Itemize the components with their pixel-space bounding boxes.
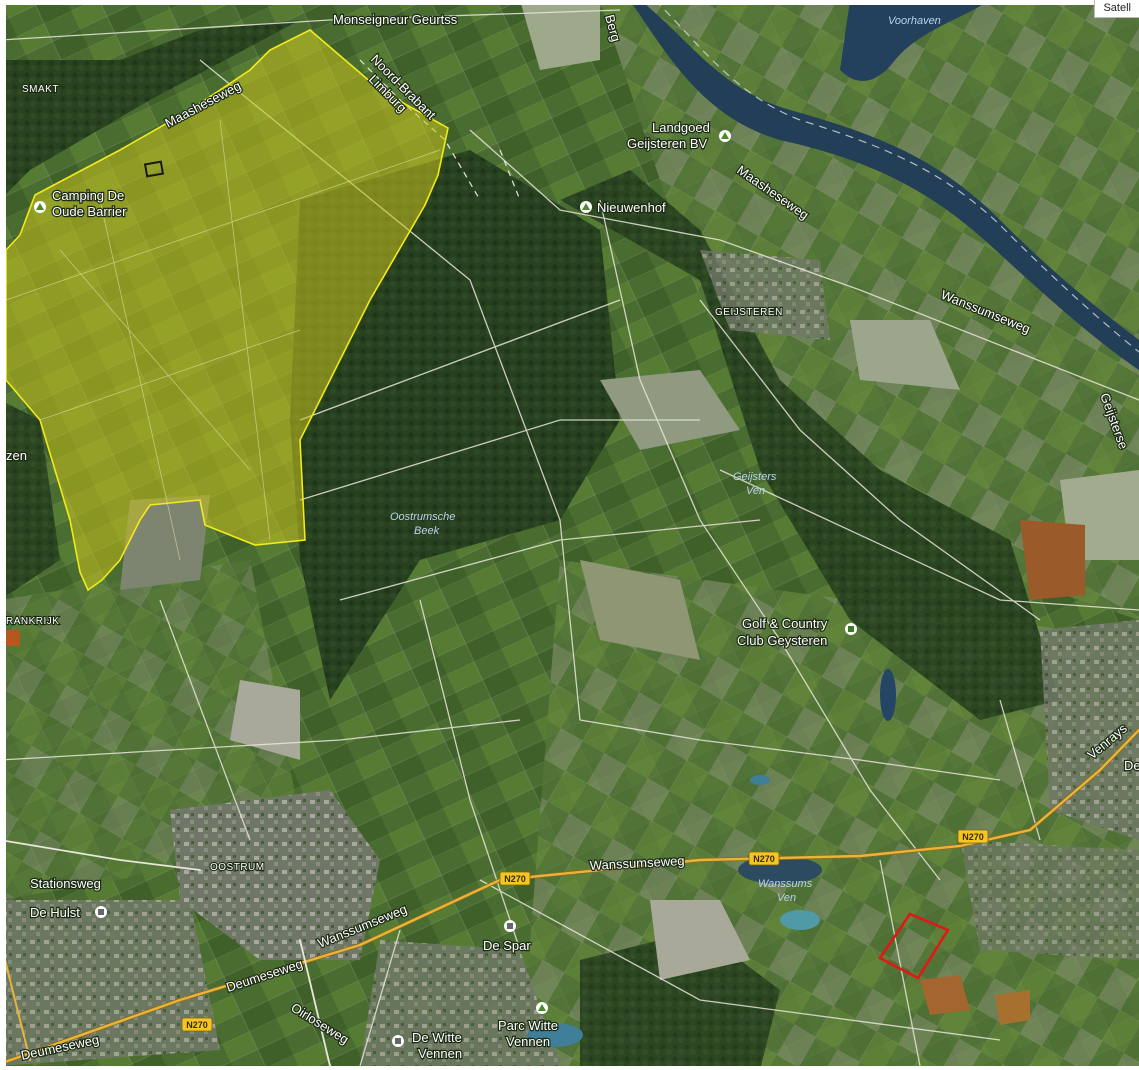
road-shield-label: N270	[753, 854, 775, 864]
frame-border-top	[0, 0, 1139, 5]
road-shield-label: N270	[504, 874, 526, 884]
map-label-camping-1: Camping De	[52, 188, 124, 203]
map-label-monseigneur: Monseigneur Geurtss	[333, 12, 458, 27]
map-label-wanssumseweg-mid: Wanssumseweg	[589, 853, 685, 873]
water-label-voorhaven: Voorhaven	[888, 15, 941, 27]
road-shield-n270: N270	[748, 851, 780, 866]
map-label-parc-2: Vennen	[506, 1034, 550, 1049]
water-label-geijsters-1: Geijsters	[733, 471, 777, 483]
road-shield-n270: N270	[957, 829, 989, 844]
map-label-nieuwenhof: Nieuwenhof	[597, 200, 666, 215]
poi-de-witte-icon[interactable]	[392, 1035, 404, 1047]
water-label-oostrumsche-1: Oostrumsche	[390, 511, 455, 523]
poi-nieuwenhof-icon[interactable]	[580, 201, 592, 213]
highlighted-area[interactable]	[5, 29, 449, 592]
water-label-wanssums-2: Ven	[777, 892, 796, 904]
map-label-smakt: SMAKT	[22, 84, 59, 95]
map-label-geijsteren: GEIJSTEREN	[715, 307, 783, 318]
map-label-de-spar: De Spar	[483, 938, 531, 953]
poi-de-spar-icon[interactable]	[504, 920, 516, 932]
poi-landgoed-icon[interactable]	[719, 130, 731, 142]
small-plot-outline	[143, 160, 165, 178]
poi-camping-icon[interactable]	[34, 201, 46, 213]
map-label-landgoed-2: Geijsteren BV	[627, 136, 708, 151]
map-label-camping-2: Oude Barrier	[52, 204, 127, 219]
water-label-oostrumsche-2: Beek	[414, 525, 440, 537]
map-label-golf-2: Club Geysteren	[737, 633, 827, 648]
map-label-zen: zen	[6, 448, 27, 463]
map-type-button[interactable]: Satell	[1094, 0, 1139, 18]
poi-golf-icon[interactable]	[845, 623, 857, 635]
map-label-golf-1: Golf & Country	[742, 616, 828, 631]
map-label-parc-1: Parc Witte	[498, 1018, 558, 1033]
poi-parc-icon[interactable]	[536, 1002, 548, 1014]
water-label-geijsters-2: Ven	[746, 485, 765, 497]
map-label-oostrum: OOSTRUM	[210, 862, 265, 873]
poi-de-hulst-icon[interactable]	[95, 906, 107, 918]
frame-border-bottom	[0, 1066, 1139, 1070]
map-label-landgoed-1: Landgoed	[652, 120, 710, 135]
frame-border-left	[0, 0, 6, 1070]
map-label-rankrijk: RANKRIJK	[6, 616, 59, 627]
road-shield-label: N270	[186, 1020, 208, 1030]
map-label-witte-1: De Witte	[412, 1030, 462, 1045]
map-label-witte-2: Vennen	[418, 1046, 462, 1061]
map-label-stationsweg: Stationsweg	[30, 876, 101, 891]
selected-parcel[interactable]	[878, 912, 950, 980]
water-label-wanssums-1: Wanssums	[758, 878, 813, 890]
map-label-de-right: De	[1124, 758, 1139, 773]
map-label-de-hulst: De Hulst	[30, 905, 80, 920]
road-shield-n270: N270	[499, 871, 531, 886]
road-shield-n270: N270	[181, 1017, 213, 1032]
road-shield-label: N270	[962, 832, 984, 842]
